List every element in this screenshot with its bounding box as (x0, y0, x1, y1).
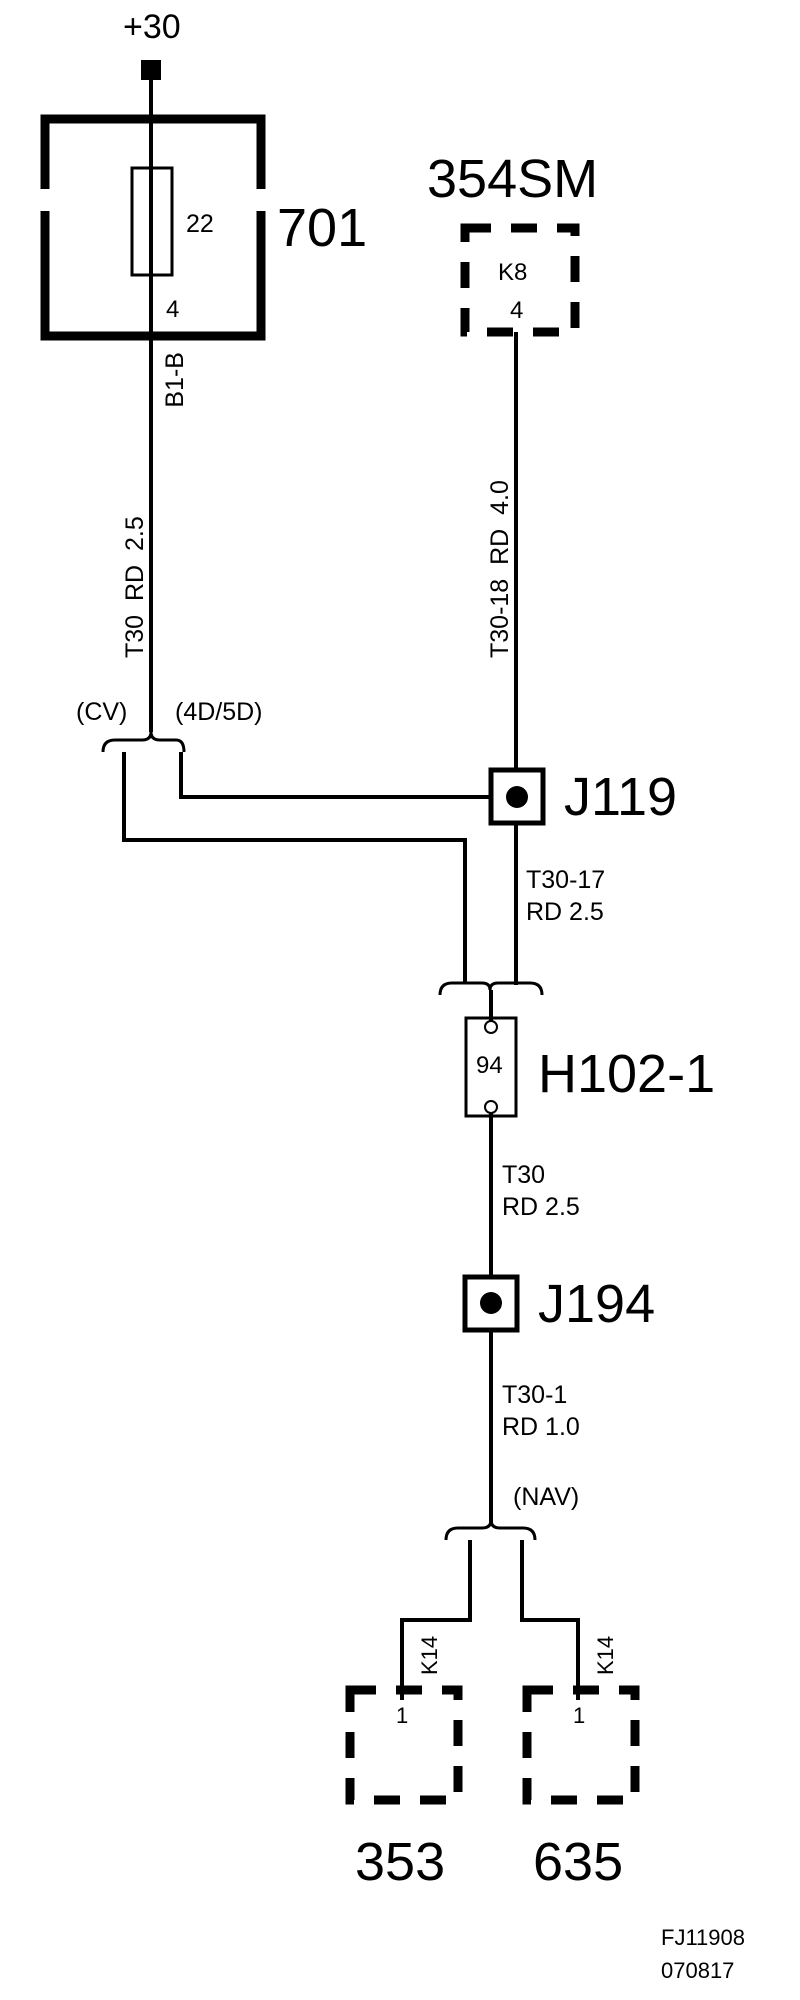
variant-brace-top (101, 731, 186, 753)
date-code: 070817 (661, 1958, 734, 1983)
supply-label: +30 (123, 8, 181, 46)
module-635-box (522, 1685, 640, 1805)
connector-h102-id: H102-1 (538, 1044, 715, 1104)
variant-4d5d-label: (4D/5D) (175, 698, 263, 726)
junction-j194-id: J194 (538, 1274, 655, 1334)
fuse-box-pin: 4 (166, 296, 179, 323)
module-354-id: 354SM (427, 149, 598, 209)
module-354-box (460, 223, 580, 337)
module-353-box (345, 1685, 463, 1805)
wire-h102-line1: T30 (502, 1161, 545, 1189)
module-354-pin: 4 (510, 297, 523, 324)
variant-nav-label: (NAV) (513, 1483, 579, 1511)
module-353-connector: K14 (417, 1636, 442, 1675)
module-353-pin: 1 (396, 1703, 408, 1728)
connector-h102-pin-in (484, 1020, 498, 1034)
junction-j194-dot (480, 1292, 502, 1314)
nav-brace (444, 1519, 537, 1541)
wire-fuse-spec: T30 RD 2.5 (121, 516, 149, 658)
wire-j194-line2: RD 1.0 (502, 1413, 580, 1441)
wire-4d5d (179, 752, 490, 799)
wire-nav-353 (400, 1540, 472, 1700)
junction-j119-id: J119 (564, 767, 677, 827)
module-354-connector: K8 (498, 259, 527, 286)
connector-h102-pin-out (484, 1100, 498, 1114)
fuse-number: 22 (186, 210, 214, 238)
module-635-pin: 1 (573, 1703, 585, 1728)
connector-h102-pin: 94 (476, 1052, 503, 1079)
wire-fuse-code: B1-B (161, 352, 189, 408)
wire-j119-line1: T30-17 (526, 866, 605, 894)
figure-code: FJ11908 (661, 1925, 745, 1950)
wire-cv (122, 752, 467, 960)
module-353-id: 353 (355, 1832, 445, 1892)
fuse-box-id: 701 (277, 198, 367, 258)
module-635-connector: K14 (593, 1636, 618, 1675)
variant-cv-label: (CV) (76, 698, 127, 726)
wire-j119-line2: RD 2.5 (526, 898, 604, 926)
wire-h102-line2: RD 2.5 (502, 1193, 580, 1221)
wire-nav-635 (520, 1540, 580, 1700)
wire-module-354-spec: T30-18 RD 4.0 (486, 480, 514, 658)
module-635-id: 635 (533, 1832, 623, 1892)
junction-j119-dot (506, 786, 528, 808)
wire-j194-line1: T30-1 (502, 1381, 567, 1409)
